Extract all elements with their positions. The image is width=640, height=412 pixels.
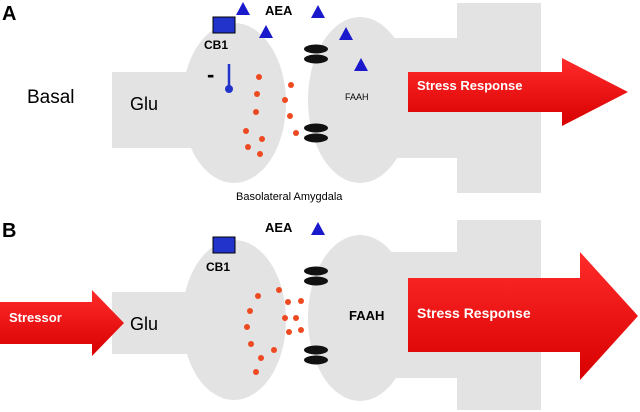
postsynaptic-receptor: [304, 276, 328, 286]
glu-label-b: Glu: [130, 314, 158, 334]
glutamate-vesicles-a: [243, 74, 299, 157]
stressor-arrow: [0, 290, 124, 356]
faah-label-b: FAAH: [349, 308, 384, 323]
presynaptic-terminal-a: [182, 23, 286, 183]
vesicle: [259, 136, 265, 142]
panel-b: B Stressor Stress Response Glu CB1 AEA F…: [0, 220, 638, 410]
vesicle: [248, 341, 254, 347]
postsynaptic-receptor: [304, 44, 328, 54]
postsynaptic-receptor: [304, 133, 328, 143]
vesicle: [258, 355, 264, 361]
cb1-receptor-a: [212, 16, 236, 34]
aea-label-b: AEA: [265, 220, 293, 235]
postsynaptic-spine-a: [308, 17, 412, 183]
inhibition-sign: -: [207, 62, 214, 87]
vesicle: [287, 113, 293, 119]
vesicle: [288, 82, 294, 88]
postsynaptic-receptors-b: [304, 266, 328, 365]
aea-label-a: AEA: [265, 3, 293, 18]
presynaptic-terminal-b: [182, 240, 286, 400]
condition-label-basal: Basal: [27, 87, 75, 108]
aea-ligand: [311, 5, 325, 18]
vesicle: [254, 91, 260, 97]
panel-a: A Stress Response Basal Glu CB1 AEA FAAH…: [2, 2, 628, 203]
vesicle: [271, 347, 277, 353]
vesicle: [247, 308, 253, 314]
postsynaptic-spine-b: [308, 235, 412, 401]
vesicle: [298, 327, 304, 333]
vesicle: [285, 299, 291, 305]
vesicle: [243, 128, 249, 134]
vesicle: [257, 151, 263, 157]
vesicle: [253, 109, 259, 115]
vesicle: [276, 287, 282, 293]
postsynaptic-receptor: [304, 123, 328, 133]
panel-a-letter: A: [2, 3, 16, 25]
vesicle: [245, 144, 251, 150]
aea-ligand: [236, 2, 250, 15]
cb1-receptor-b: [212, 236, 236, 254]
stress-response-arrow-b: [408, 252, 638, 380]
vesicle: [282, 97, 288, 103]
aea-ligand: [311, 222, 325, 235]
aea-ligand: [354, 58, 368, 71]
vesicle: [282, 315, 288, 321]
panel-b-letter: B: [2, 220, 16, 242]
glutamate-vesicles-b: [244, 287, 304, 375]
postsynaptic-receptor: [304, 355, 328, 365]
vesicle: [293, 130, 299, 136]
cb1-label-a: CB1: [204, 38, 228, 52]
postsynaptic-receptors-a: [304, 44, 328, 143]
postsynaptic-receptor: [304, 266, 328, 276]
aea-ligand: [339, 27, 353, 40]
vesicle: [298, 298, 304, 304]
vesicle: [255, 293, 261, 299]
postsynaptic-receptor: [304, 345, 328, 355]
vesicle: [244, 324, 250, 330]
inhibition-bulb: [225, 85, 233, 93]
faah-label-a: FAAH: [345, 92, 369, 102]
aea-ligand: [259, 25, 273, 38]
stress-response-arrow-a: [408, 58, 628, 126]
postsynaptic-receptor: [304, 54, 328, 64]
vesicle: [256, 74, 262, 80]
cb1-label-b: CB1: [206, 260, 230, 274]
vesicle: [293, 315, 299, 321]
stress-response-label-a: Stress Response: [417, 78, 523, 93]
vesicle: [286, 329, 292, 335]
stress-response-label-b: Stress Response: [417, 305, 531, 321]
region-label: Basolateral Amygdala: [236, 191, 343, 203]
stressor-label: Stressor: [9, 310, 62, 325]
vesicle: [253, 369, 259, 375]
glu-label-a: Glu: [130, 94, 158, 114]
